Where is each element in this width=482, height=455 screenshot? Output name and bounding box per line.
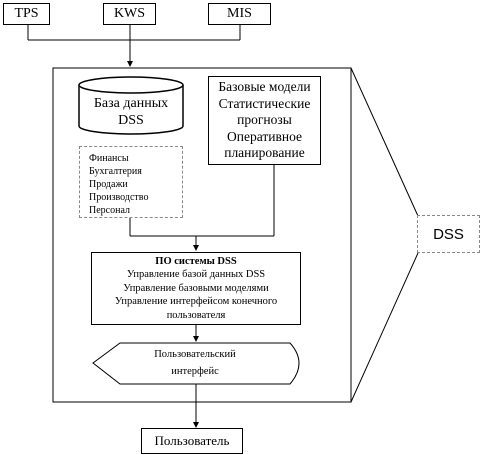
source-kws: KWS (103, 3, 156, 25)
models-line5: планирование (224, 145, 305, 161)
models-line1: Базовые модели (218, 79, 311, 95)
internal-connectors (129, 165, 275, 428)
dss-bracket (350, 67, 419, 403)
dss-label: DSS (433, 225, 464, 243)
models-line3: прогнозы (237, 112, 292, 128)
dss-system-container (52, 67, 352, 403)
user-interface-shape (92, 342, 300, 385)
data-category-item: Финансы (89, 153, 129, 164)
source-tps-label: TPS (14, 6, 39, 21)
database-cylinder (78, 76, 184, 135)
models-line2: Статистические (218, 95, 311, 111)
source-mis-label: MIS (227, 6, 252, 21)
source-tps: TPS (3, 3, 50, 25)
data-category-item: Персонал (89, 205, 130, 216)
user-label: Пользователь (154, 433, 230, 448)
software-line4: пользователя (166, 309, 226, 321)
user-interface-label: Пользовательский интерфейс (120, 346, 270, 380)
models-box: Базовые модели Статистические прогнозы О… (208, 76, 321, 165)
source-connectors (27, 24, 241, 67)
models-line4: Оперативное (227, 128, 302, 144)
data-category-item: Производство (89, 192, 149, 203)
software-line1: Управление базой данных DSS (126, 269, 266, 281)
software-title: ПО системы DSS (155, 255, 237, 267)
source-mis: MIS (208, 3, 271, 25)
source-kws-label: KWS (113, 6, 146, 21)
software-line2: Управление базовыми моделями (123, 282, 269, 294)
database-label-line2: DSS (118, 113, 144, 128)
user-interface-line2: интерфейс (171, 366, 219, 377)
software-line3: Управление интерфейсом конечного (114, 296, 278, 308)
data-category-item: Продажи (89, 179, 128, 190)
database-label: База данных DSS (79, 94, 183, 130)
dss-software-box: ПО системы DSS Управление базой данных D… (91, 252, 301, 325)
data-categories-box: Финансы Бухгалтерия Продажи Производство… (79, 146, 183, 218)
database-label-line1: База данных (93, 96, 169, 111)
data-category-item: Бухгалтерия (89, 166, 142, 177)
user-box: Пользователь (141, 428, 243, 454)
user-interface-line1: Пользовательский (154, 349, 236, 360)
dss-label-box: DSS (417, 215, 480, 253)
